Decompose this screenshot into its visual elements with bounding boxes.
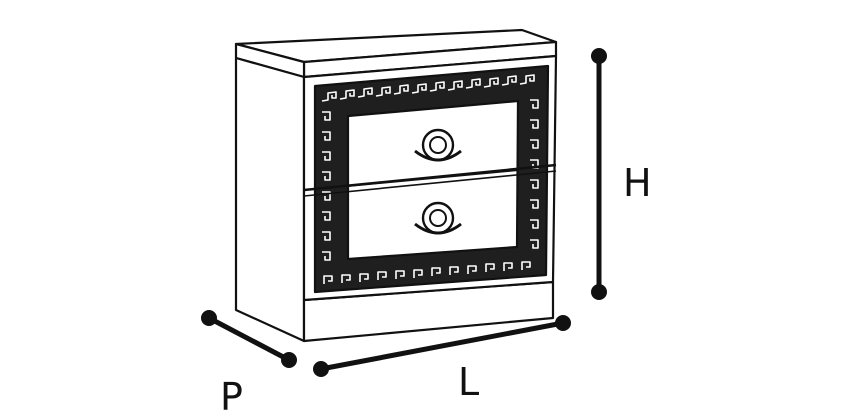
length-dimension: L: [313, 315, 571, 404]
length-dimension-line: [320, 320, 564, 372]
depth-bottom-endpoint: [281, 352, 297, 368]
depth-dimension-line: [207, 315, 291, 363]
lower-drawer-handle: [414, 201, 462, 235]
upper-drawer-handle: [414, 128, 462, 162]
depth-dimension: P: [201, 310, 297, 419]
height-bottom-endpoint: [591, 284, 607, 300]
nightstand-drawing: [234, 28, 558, 343]
drawer-split-line-lower: [303, 170, 557, 197]
depth-label: P: [220, 375, 243, 419]
drawer-field-split: [347, 169, 519, 187]
length-right-endpoint: [555, 315, 571, 331]
greek-key-pattern: [321, 74, 539, 284]
length-label: L: [458, 360, 479, 404]
height-top-endpoint: [591, 48, 607, 64]
drawer-field: [346, 99, 520, 261]
height-label: H: [623, 161, 652, 205]
side-panel: [234, 56, 306, 343]
length-left-endpoint: [313, 361, 329, 377]
depth-top-endpoint: [201, 310, 217, 326]
height-dimension: H: [591, 48, 652, 300]
